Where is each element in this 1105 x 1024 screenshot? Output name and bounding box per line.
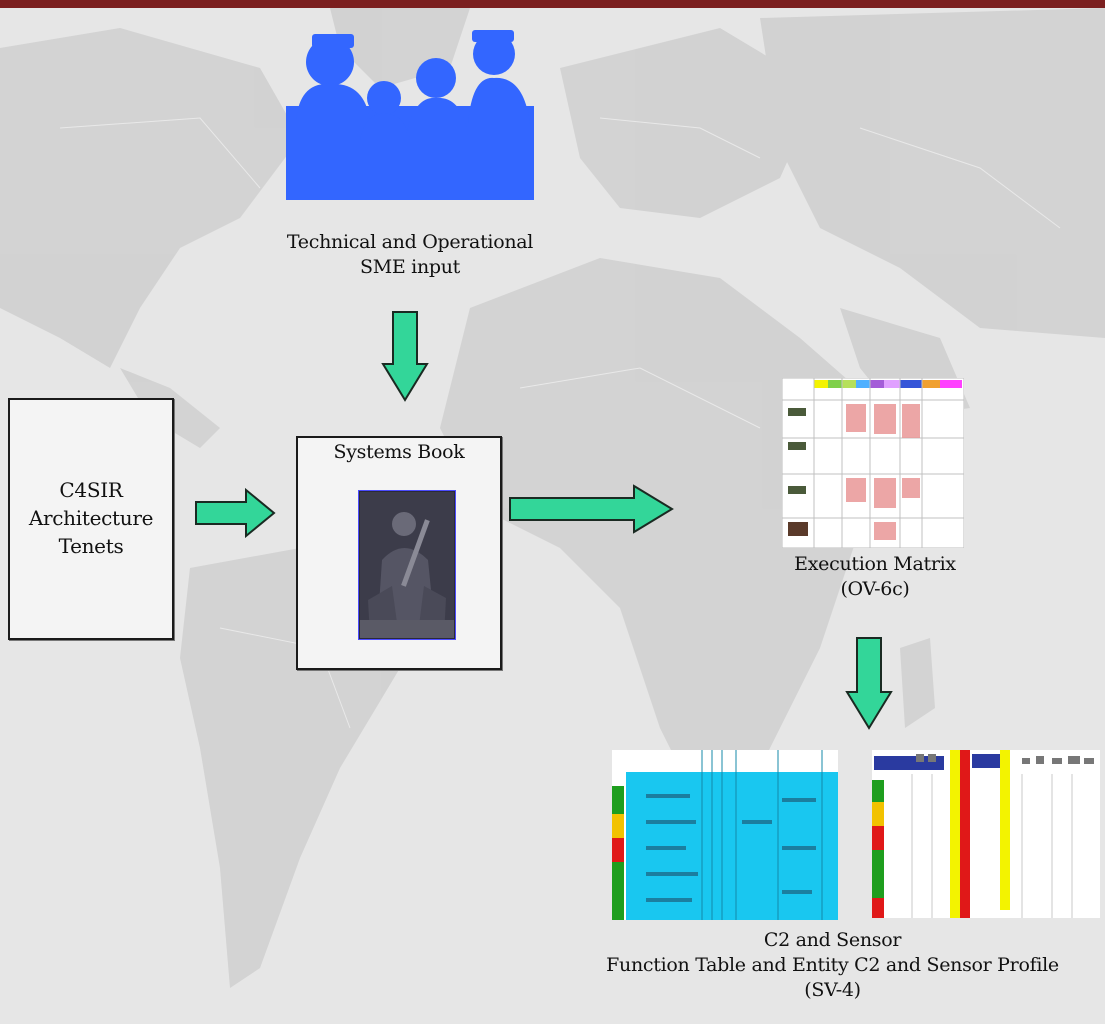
architecture-line2: Architecture: [28, 506, 154, 530]
execution-matrix-line1: Execution Matrix: [794, 553, 956, 575]
europe-landmass: [560, 28, 820, 218]
sensor-profile-line1: C2 and Sensor: [763, 929, 902, 951]
architecture-tenets-label: C4SIR Architecture Tenets: [10, 476, 172, 560]
execution-matrix-thumbnail: [782, 378, 964, 548]
sensor-profile-label: C2 and Sensor Function Table and Entity …: [560, 928, 1105, 1003]
architecture-line1: C4SIR: [59, 478, 123, 502]
sensor-profile-line3: (SV-4): [804, 979, 861, 1001]
down-arrow-icon: [381, 311, 429, 402]
right-arrow-icon: [195, 488, 276, 538]
execution-matrix-label: Execution Matrix (OV-6c): [740, 552, 1010, 602]
sme-label-line1: Technical and Operational: [286, 231, 534, 253]
execution-matrix-line2: (OV-6c): [840, 578, 910, 600]
sensor-profile-thumbnail: [872, 750, 1100, 918]
people-silhouette-icon: [286, 30, 534, 200]
architecture-line3: Tenets: [58, 534, 124, 558]
sme-label-line2: SME input: [359, 256, 461, 278]
top-border: [0, 0, 1105, 8]
function-table-thumbnail: [612, 750, 838, 920]
sme-label: Technical and Operational SME input: [260, 230, 560, 280]
africa-landmass: [440, 258, 880, 808]
world-map-background: [0, 8, 1105, 988]
soldier-photo-icon: [358, 490, 456, 640]
asia-landmass: [760, 8, 1105, 338]
architecture-tenets-box: C4SIR Architecture Tenets: [8, 398, 174, 640]
north-america-landmass: [0, 28, 300, 368]
sensor-profile-line2: Function Table and Entity C2 and Sensor …: [606, 954, 1059, 976]
down-arrow-icon: [845, 637, 893, 730]
right-arrow-icon: [509, 484, 674, 534]
systems-book-title: Systems Book: [333, 441, 465, 463]
madagascar-landmass: [900, 638, 935, 728]
systems-book-box: Systems Book: [296, 436, 502, 670]
